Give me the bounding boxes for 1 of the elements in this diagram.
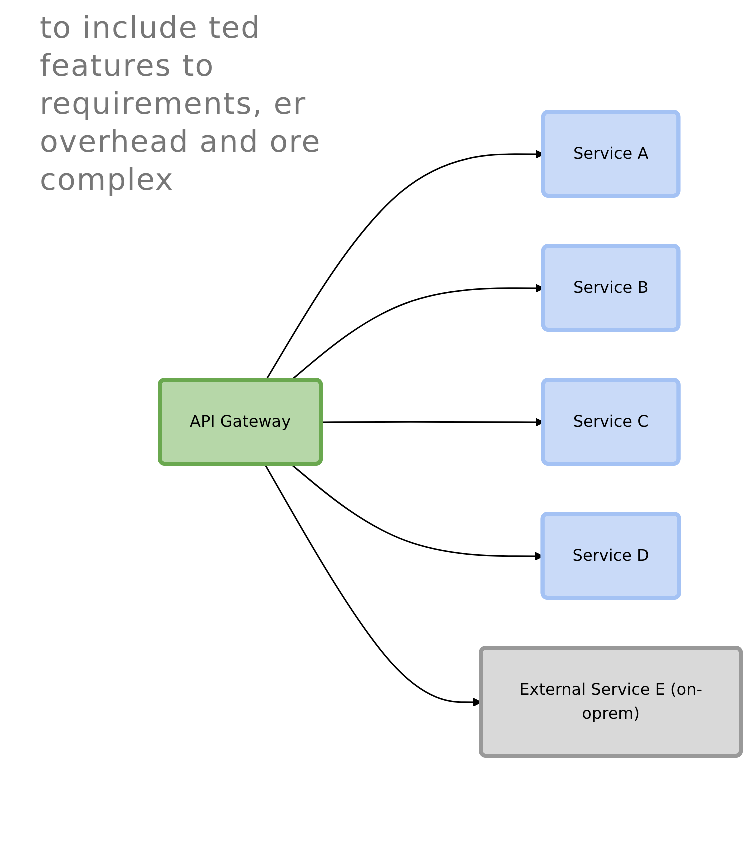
note-text: to include ted features to requirements, er overhead and ore complex <box>40 10 322 200</box>
